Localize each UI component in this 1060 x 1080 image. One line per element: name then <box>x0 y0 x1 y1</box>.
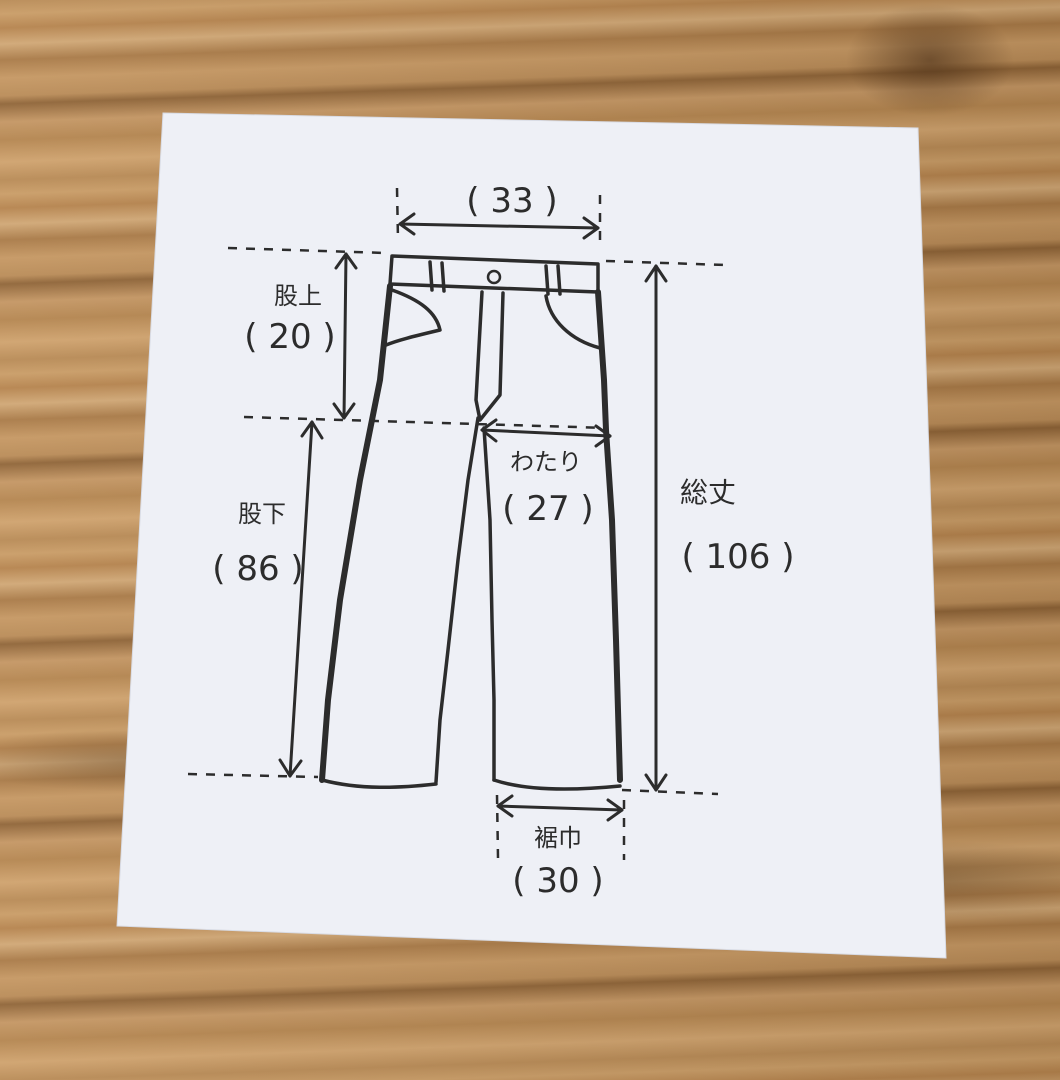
thigh-value: ( 27 ) <box>502 489 593 529</box>
total-length-value: ( 106 ) <box>681 537 794 577</box>
inseam-value: ( 86 ) <box>212 549 303 589</box>
thigh-label: わたり <box>510 448 582 476</box>
inseam-label: 股下 <box>238 500 286 528</box>
rise-label: 股上 <box>274 282 322 310</box>
trousers-drawing <box>319 254 623 791</box>
waist-value: ( 33 ) <box>466 181 557 221</box>
hem-width-value: ( 30 ) <box>512 861 603 901</box>
hem-width-label: 裾巾 <box>534 824 582 852</box>
total-length-label: 総丈 <box>680 476 736 509</box>
paper-card <box>116 112 947 959</box>
guide-lines <box>187 187 726 860</box>
dimension-arrows <box>278 212 668 822</box>
rise-value: ( 20 ) <box>244 317 335 357</box>
